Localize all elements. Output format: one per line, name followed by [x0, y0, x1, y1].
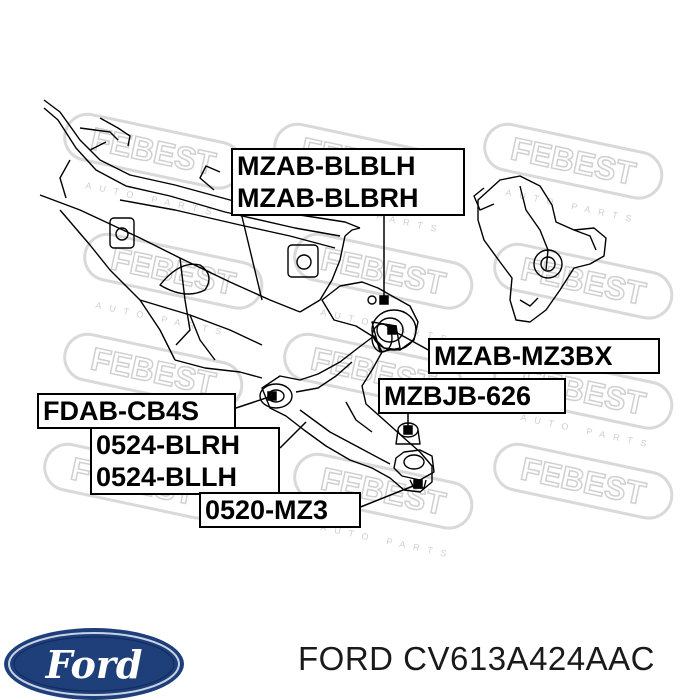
leader-dot [403, 425, 413, 435]
callout-arm: 0524-BLRH 0524-BLLH [90, 427, 280, 495]
part-number-caption: FORD CV613A424AAC [298, 640, 655, 677]
watermark-brand: FEBEST [518, 250, 649, 312]
ford-logo-wordmark: Ford [45, 642, 143, 687]
watermark-brand: FEBEST [88, 120, 219, 182]
leader-dot [379, 295, 389, 305]
callout-front-bushing-label: MZAB-MZ3BX [434, 341, 613, 371]
callout-upper-bushing: MZAB-BLBLH MZAB-BLBRH [231, 148, 465, 216]
callout-rear-bushing-label: FDAB-CB4S [43, 396, 200, 426]
leader-rear-bushing [235, 395, 273, 409]
lower-control-arm [259, 321, 433, 493]
callout-lower-arm-kit-label: 0520-MZ3 [205, 495, 329, 525]
watermark-brand: FEBEST [518, 450, 649, 512]
subframe [39, 99, 361, 379]
callout-arm-line-2: 0524-BLLH [96, 462, 238, 492]
callout-ball-joint: MZBJB-626 [378, 378, 566, 414]
callout-front-bushing: MZAB-MZ3BX [428, 338, 660, 374]
callout-ball-joint-label: MZBJB-626 [384, 381, 532, 411]
upper-mount-bracket [321, 281, 419, 351]
callout-arm-line-1: 0524-BLRH [96, 430, 241, 460]
leader-dot [267, 391, 277, 401]
leader-arm [279, 421, 307, 449]
leader-dot [413, 479, 423, 489]
leader-lines [235, 216, 433, 509]
callout-lower-arm-kit: 0520-MZ3 [199, 492, 361, 528]
ball-joint [393, 422, 435, 489]
watermark-tagline: AUTO PARTS [95, 300, 231, 338]
watermark-brand: FEBEST [508, 130, 639, 192]
callout-upper-bushing-line-2: MZAB-BLBRH [237, 183, 419, 213]
leader-front-bushing [391, 329, 433, 353]
steering-knuckle [473, 175, 607, 323]
callout-upper-bushing-line-1: MZAB-BLBLH [237, 151, 416, 181]
callout-rear-bushing: FDAB-CB4S [37, 393, 236, 429]
leader-dot [387, 325, 397, 335]
leader-lower-arm-kit [357, 483, 419, 509]
ford-logo: Ford [4, 628, 184, 700]
